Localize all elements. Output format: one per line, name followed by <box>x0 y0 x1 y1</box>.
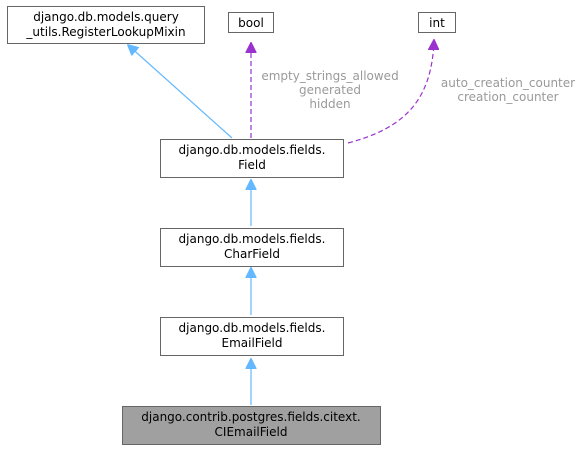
node-field[interactable]: django.db.models.fields. Field <box>160 139 344 178</box>
edge-field-inherits-register-lookup-mixin <box>128 45 233 139</box>
edge-label-int-members: auto_creation_counter creation_counter <box>441 76 575 104</box>
node-label: EmailField <box>222 336 283 350</box>
node-label: CIEmailField <box>215 425 288 439</box>
node-label: django.db.models.fields. <box>179 321 326 335</box>
node-label: bool <box>238 16 264 30</box>
node-label: django.contrib.postgres.fields.citext. <box>141 410 360 424</box>
edge-label-line: empty_strings_allowed <box>261 69 398 83</box>
node-label: django.db.models.query <box>33 10 179 24</box>
edge-label-bool-members: empty_strings_allowed generated hidden <box>261 69 398 111</box>
node-label: CharField <box>224 247 280 261</box>
node-register-lookup-mixin[interactable]: django.db.models.query _utils.RegisterLo… <box>7 6 205 44</box>
node-bool[interactable]: bool <box>228 12 274 33</box>
node-label: _utils.RegisterLookupMixin <box>25 25 185 39</box>
node-label: django.db.models.fields. <box>179 143 326 157</box>
edge-label-line: generated <box>299 83 361 97</box>
edge-int-used-by-field <box>347 40 434 144</box>
node-int[interactable]: int <box>418 12 456 33</box>
node-ci-email-field[interactable]: django.contrib.postgres.fields.citext. C… <box>122 406 381 445</box>
node-char-field[interactable]: django.db.models.fields. CharField <box>160 228 344 267</box>
node-email-field[interactable]: django.db.models.fields. EmailField <box>160 317 344 356</box>
edge-label-line: auto_creation_counter <box>441 76 575 90</box>
node-label: int <box>429 16 445 30</box>
edge-label-line: hidden <box>309 97 350 111</box>
edge-label-line: creation_counter <box>457 90 558 104</box>
node-label: Field <box>238 158 266 172</box>
node-label: django.db.models.fields. <box>179 232 326 246</box>
